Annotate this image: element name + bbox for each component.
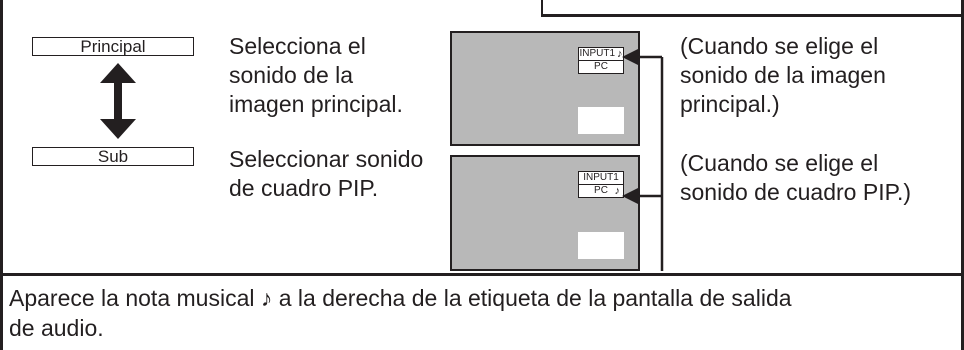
double-arrow-icon: [100, 63, 136, 139]
screen-main-audio: INPUT1♪ PC: [450, 31, 640, 146]
frame-divider: [0, 273, 964, 276]
main-audio-caption: (Cuando se elige el sonido de la imagen …: [680, 33, 886, 117]
sub-description: Seleccionar sonido de cuadro PIP.: [229, 146, 424, 201]
principal-label: Principal: [32, 37, 194, 56]
principal-description: Selecciona el sonido de la imagen princi…: [229, 33, 403, 117]
input-label-tag: INPUT1 PC♪: [578, 171, 624, 198]
sub-label: Sub: [32, 147, 194, 166]
pip-window: [578, 107, 624, 134]
frame-right-border: [961, 0, 964, 350]
pip-audio-caption: (Cuando se elige el sonido de cuadro PIP…: [680, 150, 912, 205]
music-note-icon: ♪: [617, 48, 623, 60]
music-note-icon: ♪: [614, 185, 621, 197]
pip-window: [578, 232, 624, 259]
input-label-tag: INPUT1♪ PC: [578, 47, 624, 74]
frame-left-border: [0, 0, 3, 350]
frame-top-stub: [541, 0, 543, 15]
frame-top-border: [541, 14, 964, 17]
music-note-icon: ♪: [260, 285, 273, 311]
pointer-arrows: [622, 49, 664, 271]
screen-pip-audio: INPUT1 PC♪: [450, 155, 640, 271]
footer-note: Aparece la nota musical ♪ a la derecha d…: [9, 285, 792, 341]
